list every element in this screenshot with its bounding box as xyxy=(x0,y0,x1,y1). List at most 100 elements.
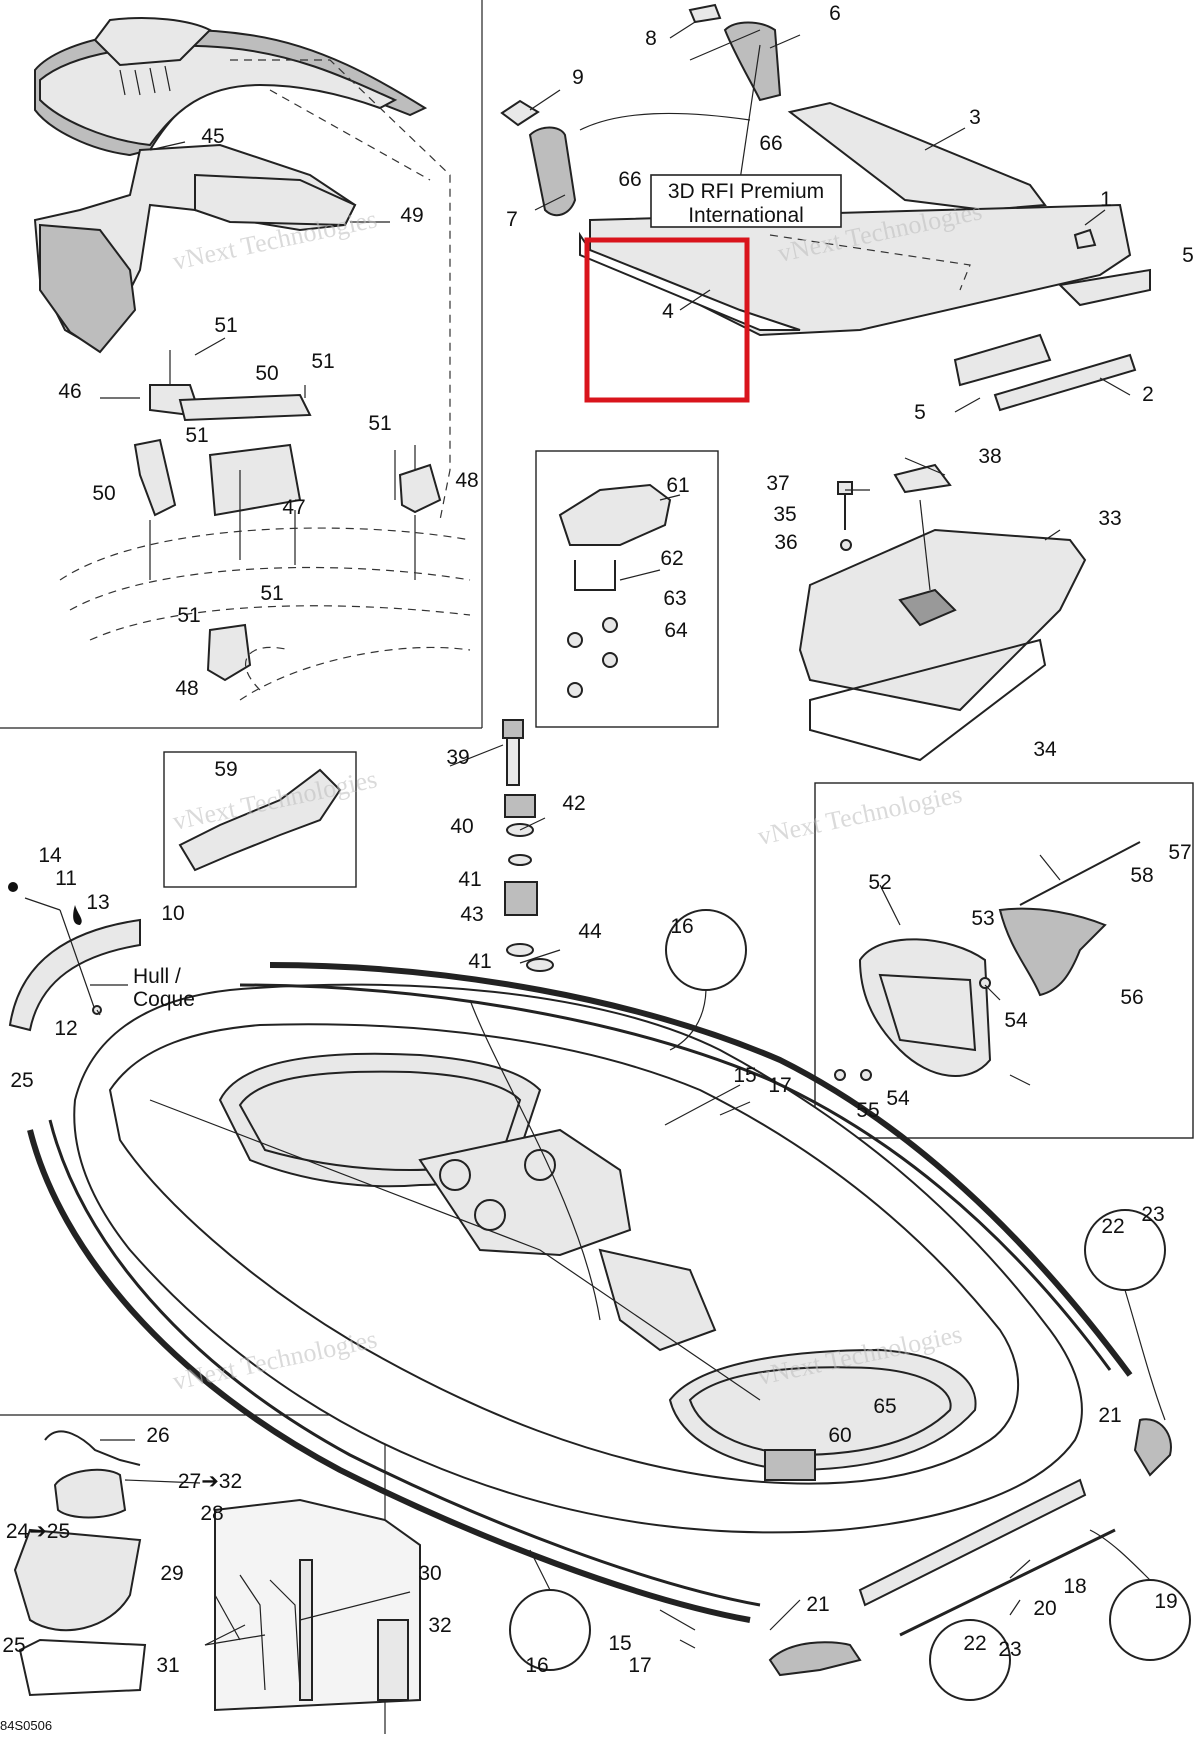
callout-62: 62 xyxy=(660,547,683,570)
foot-mats xyxy=(500,3,1151,412)
callout-64: 64 xyxy=(664,619,688,642)
callout-59: 59 xyxy=(214,758,237,781)
callout-43: 43 xyxy=(460,903,483,926)
detail-circles xyxy=(509,909,1191,1701)
callout-8: 8 xyxy=(645,27,657,50)
callout-49: 49 xyxy=(400,204,423,227)
callout-4: 4 xyxy=(662,300,674,323)
callout-51: 51 xyxy=(177,604,200,627)
callout-48: 48 xyxy=(175,677,198,700)
leader-lines xyxy=(90,21,1131,1649)
callout-12: 12 xyxy=(54,1017,77,1040)
callout-16: 16 xyxy=(670,915,693,938)
callout-63: 63 xyxy=(663,587,686,610)
hull-trims xyxy=(27,962,1133,1637)
callout-65: 65 xyxy=(873,1395,896,1418)
model-label-box xyxy=(650,174,842,228)
callout-56: 56 xyxy=(1120,986,1143,1009)
grab-rail xyxy=(8,882,141,1032)
callout-17: 17 xyxy=(628,1654,651,1677)
mount-stack xyxy=(502,719,554,972)
hull-label-line-1: Hull / xyxy=(133,965,181,988)
callout-41: 41 xyxy=(468,950,491,973)
callout-36: 36 xyxy=(774,531,797,554)
callout-3: 3 xyxy=(969,106,981,129)
callout-20: 20 xyxy=(1033,1597,1056,1620)
callout-48: 48 xyxy=(455,469,478,492)
callout-21: 21 xyxy=(806,1593,829,1616)
callout-5: 5 xyxy=(914,401,926,424)
hull-label-line-2: Coque xyxy=(133,988,195,1011)
intake-grate xyxy=(834,841,1141,1081)
callout-28: 28 xyxy=(200,1502,223,1525)
callout-50: 50 xyxy=(255,362,278,385)
callout-35: 35 xyxy=(773,503,796,526)
callout-61: 61 xyxy=(666,474,689,497)
hull-body xyxy=(73,983,1083,1534)
callout-34: 34 xyxy=(1033,738,1057,761)
brackets xyxy=(59,350,471,701)
part-59 xyxy=(178,768,342,872)
callout-17: 17 xyxy=(768,1074,791,1097)
callout-51: 51 xyxy=(185,424,208,447)
callout-22: 22 xyxy=(1101,1215,1124,1238)
callout-10: 10 xyxy=(161,902,184,925)
callout-52: 52 xyxy=(868,871,891,894)
bumpers xyxy=(768,1418,1172,1677)
callout-37: 37 xyxy=(766,472,789,495)
callout-41: 41 xyxy=(458,868,481,891)
callout-numbers: 8696636671542545495146505151514850475151… xyxy=(2,2,1194,1677)
callout-30: 30 xyxy=(418,1562,441,1585)
callout-51: 51 xyxy=(260,582,283,605)
callout-66: 66 xyxy=(759,132,782,155)
callout-46: 46 xyxy=(58,380,81,403)
seat-assembly xyxy=(33,17,451,521)
callout-29: 29 xyxy=(160,1562,183,1585)
tool-kit xyxy=(13,1430,421,1712)
callout-25: 25 xyxy=(2,1634,25,1657)
callout-11: 11 xyxy=(55,867,77,890)
callout-54: 54 xyxy=(886,1087,910,1110)
callout-13: 13 xyxy=(86,891,109,914)
drawing-code: 84S0506 xyxy=(0,1718,52,1733)
callout-51: 51 xyxy=(214,314,237,337)
callout-24-25: 24➔25 xyxy=(6,1520,70,1543)
model-name-line-2: International xyxy=(688,204,804,227)
callout-7: 7 xyxy=(506,208,518,231)
callout-22: 22 xyxy=(963,1632,986,1655)
callout-38: 38 xyxy=(978,445,1001,468)
callout-2: 2 xyxy=(1142,383,1154,406)
callout-27-32: 27➔32 xyxy=(178,1470,242,1493)
callout-31: 31 xyxy=(156,1654,179,1677)
callout-15: 15 xyxy=(608,1632,631,1655)
callout-42: 42 xyxy=(562,792,585,815)
callout-15: 15 xyxy=(733,1064,756,1087)
callout-25: 25 xyxy=(10,1069,33,1092)
callout-45: 45 xyxy=(201,125,224,148)
callout-21: 21 xyxy=(1098,1404,1121,1427)
callout-58: 58 xyxy=(1130,864,1153,887)
callout-47: 47 xyxy=(282,496,305,519)
callout-6: 6 xyxy=(829,2,841,25)
callout-1: 1 xyxy=(1100,188,1112,211)
callout-54: 54 xyxy=(1004,1009,1028,1032)
callout-57: 57 xyxy=(1168,841,1191,864)
callout-39: 39 xyxy=(446,746,469,769)
handle-kit xyxy=(558,483,672,698)
model-name-line-1: 3D RFI Premium xyxy=(668,180,824,203)
callout-23: 23 xyxy=(1141,1203,1164,1226)
callout-16: 16 xyxy=(525,1654,548,1677)
highlight-box-part-4 xyxy=(584,237,750,403)
callout-60: 60 xyxy=(828,1424,851,1447)
callout-33: 33 xyxy=(1098,507,1121,530)
callout-23: 23 xyxy=(998,1638,1021,1661)
callout-9: 9 xyxy=(572,66,584,89)
callout-53: 53 xyxy=(971,907,994,930)
callout-19: 19 xyxy=(1154,1590,1177,1613)
callout-26: 26 xyxy=(146,1424,169,1447)
callout-55: 55 xyxy=(856,1099,879,1122)
callout-14: 14 xyxy=(38,844,62,867)
callout-44: 44 xyxy=(578,920,602,943)
